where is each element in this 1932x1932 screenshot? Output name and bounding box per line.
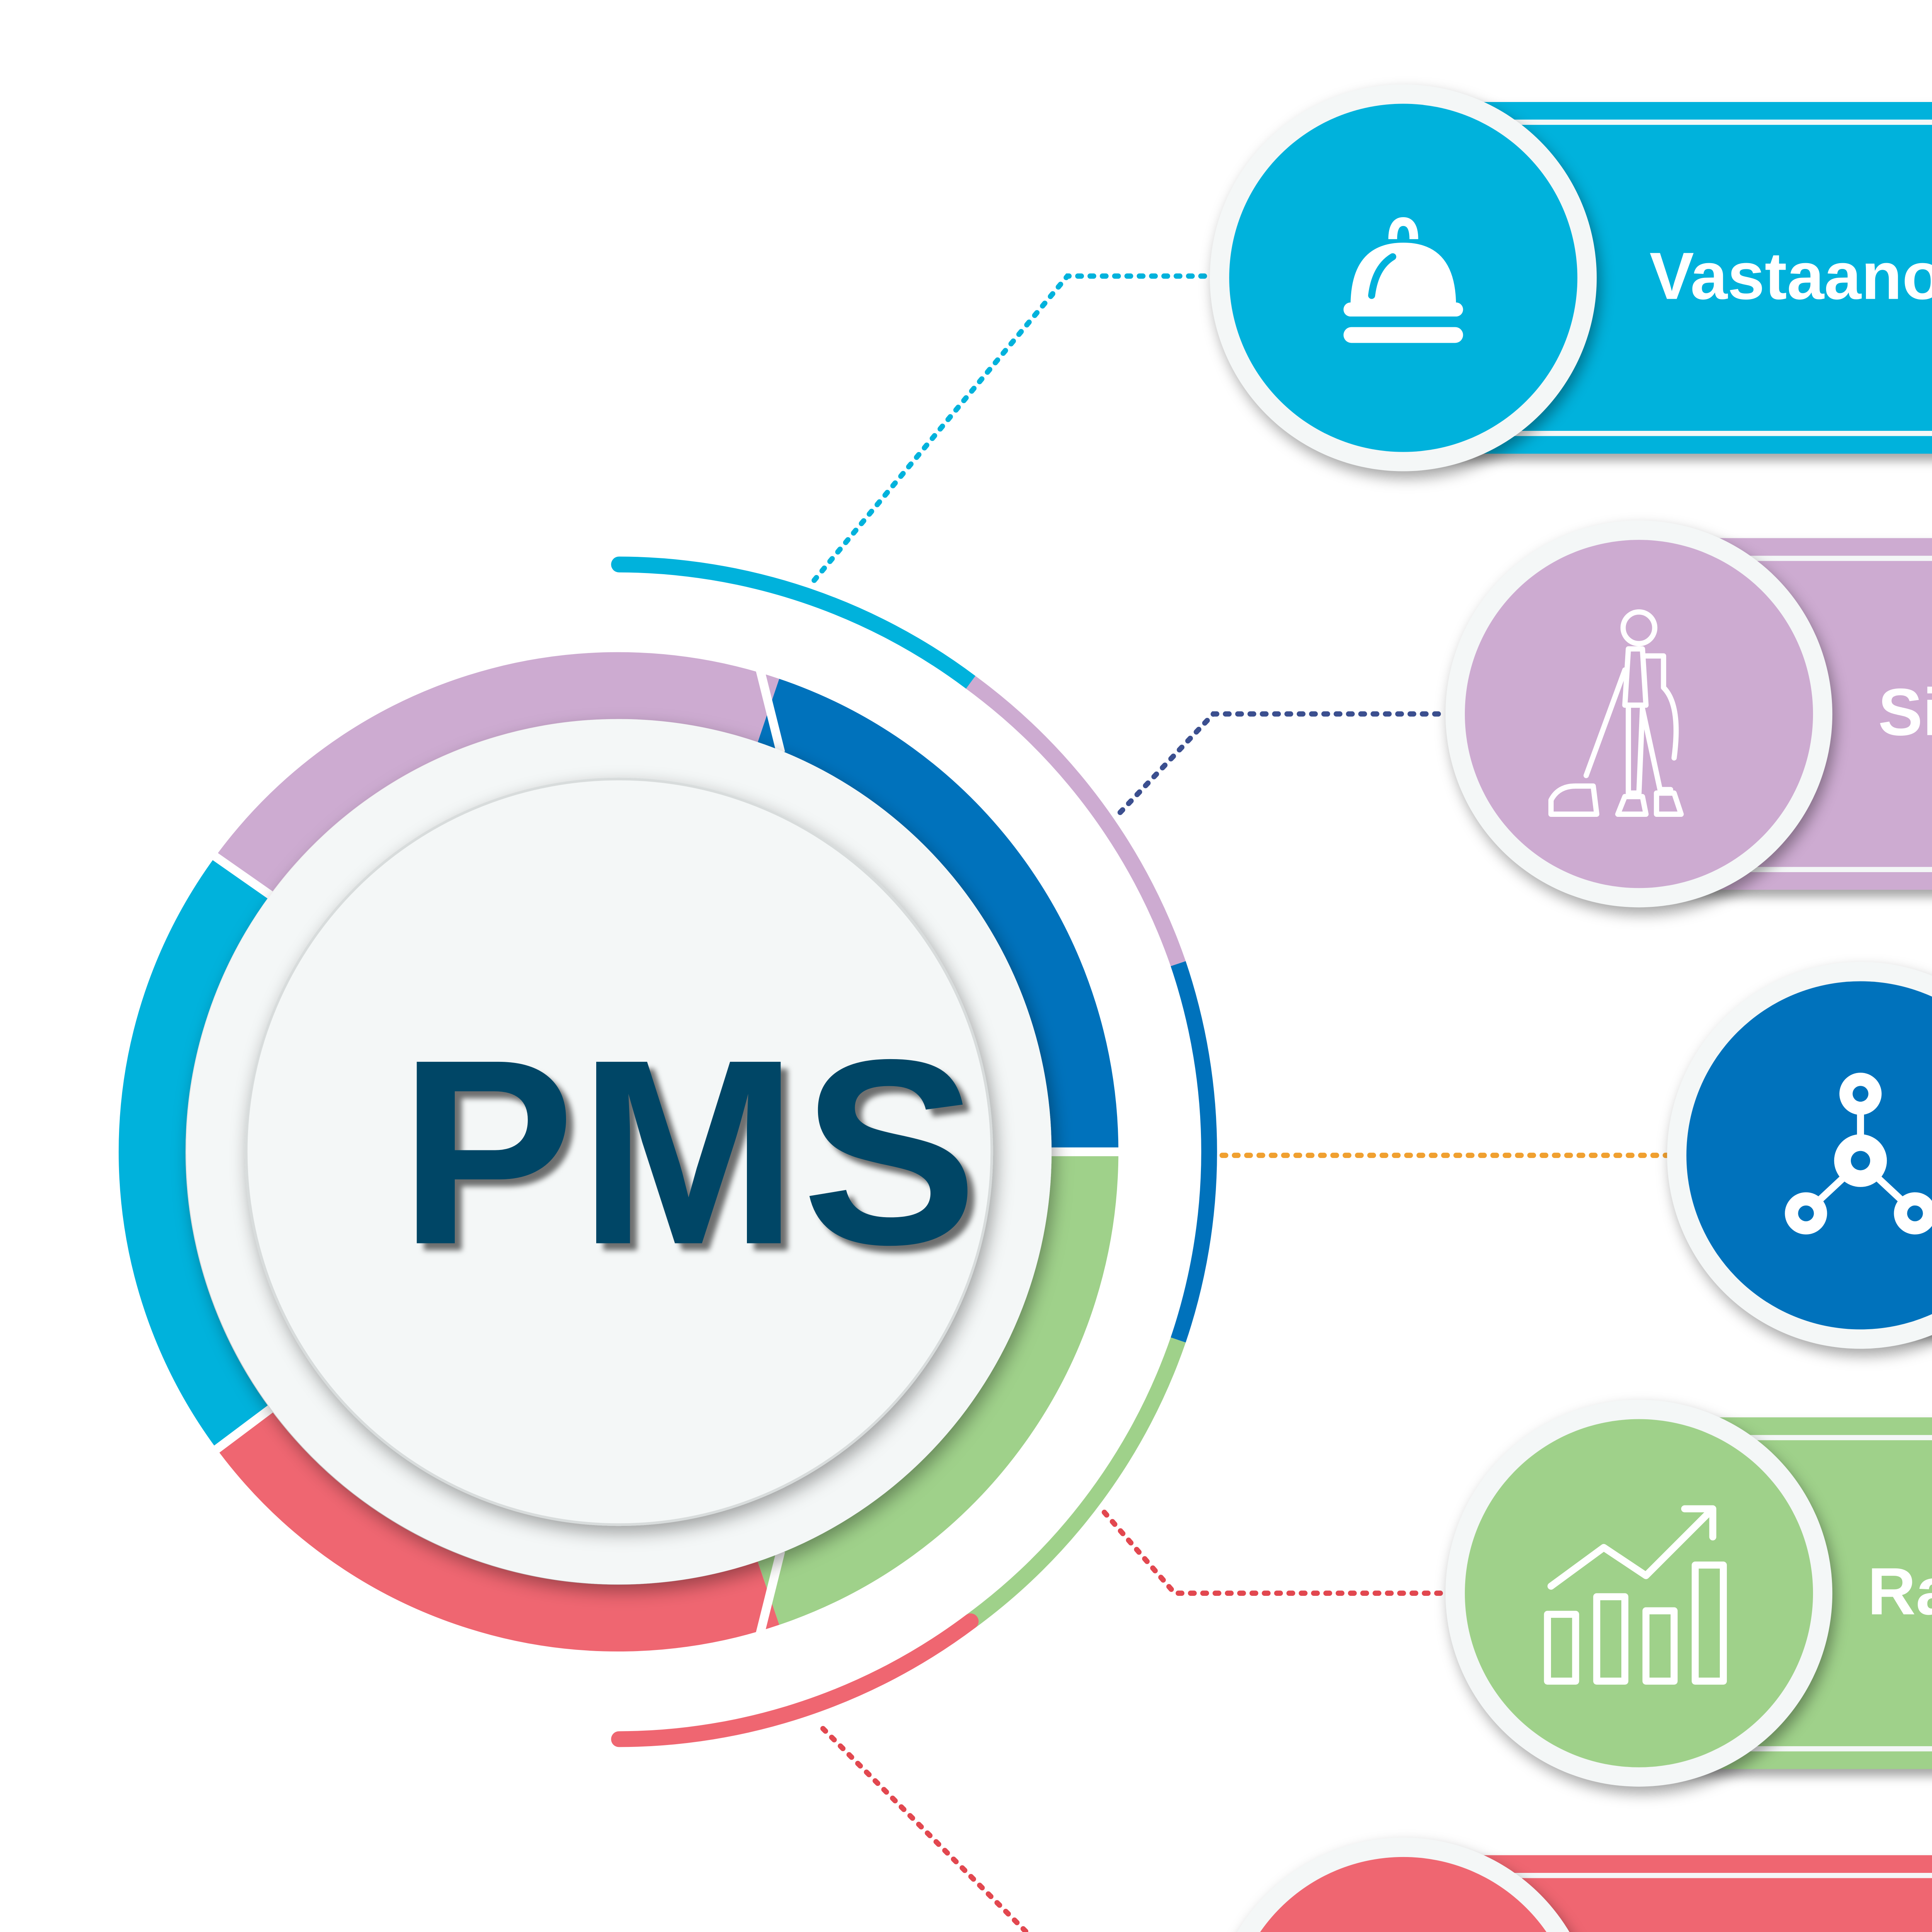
center-disc-inner: [245, 777, 993, 1526]
pill-inner-border: [1477, 119, 1932, 436]
growth-chart-icon: [1544, 1505, 1727, 1685]
connector-raportointi: [1102, 1510, 1448, 1596]
reservation-document-check-icon: [1298, 1925, 1509, 1932]
network-nodes-icon: [1785, 1073, 1932, 1235]
item-disc-raportointi[interactable]: [1445, 1400, 1833, 1787]
cleaner-vacuum-icon: [1548, 609, 1684, 817]
item-label: Varaus: [1650, 1855, 1869, 1932]
item-disc-vastaanotto[interactable]: [1210, 84, 1597, 471]
pill-inner-border: [1477, 1872, 1932, 1932]
item-label: Vastaanotto: [1649, 240, 1932, 314]
service-bell-icon: [1343, 217, 1463, 343]
connector-siivous: [1117, 711, 1448, 815]
center-title: PMS: [399, 1003, 981, 1299]
connector-vastaanotto: [811, 273, 1213, 583]
connector-lines: [811, 273, 1670, 1932]
outer-arc: [611, 556, 1217, 1747]
connector-varaus: [820, 1726, 1030, 1932]
item-disc-siivous[interactable]: [1445, 520, 1833, 908]
pill-inner-border: [1706, 556, 1932, 872]
item-label: Siivous: [1878, 676, 1932, 750]
pill-inner-border: [1706, 1435, 1932, 1752]
item-label: Raportointi: [1867, 1555, 1932, 1629]
segmented-ring: [119, 652, 1126, 1652]
